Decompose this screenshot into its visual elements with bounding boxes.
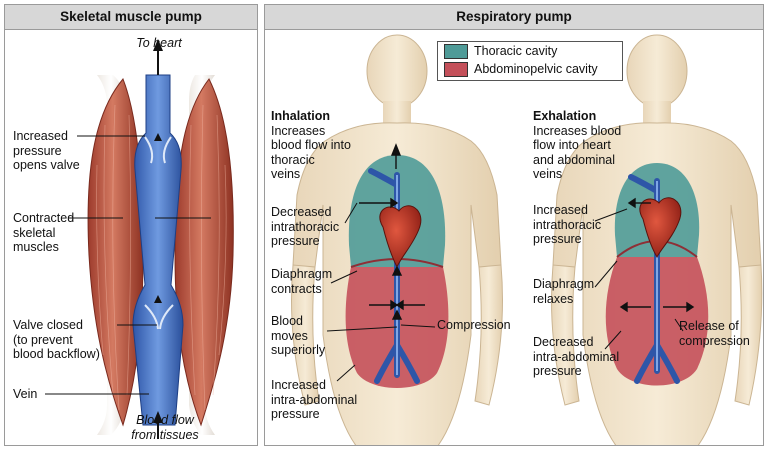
decreased-intraabdominal-label: Decreased intra-abdominal pressure <box>533 335 620 378</box>
respiratory-illustration <box>291 34 763 445</box>
legend-thoracic: Thoracic cavity <box>438 42 622 60</box>
respiratory-pump-panel: Respiratory pump <box>264 4 764 446</box>
decreased-intrathoracic-label: Decreased intrathoracic pressure <box>271 205 340 248</box>
valve-closed-label: Valve closed (to prevent blood backflow) <box>13 318 100 361</box>
skeletal-panel-title: Skeletal muscle pump <box>5 5 257 30</box>
open-valve <box>144 136 172 164</box>
compression-label: Compression <box>437 318 511 332</box>
blood-flow-label: Blood flow from tissues <box>131 413 199 442</box>
respiratory-panel-title: Respiratory pump <box>265 5 763 30</box>
blood-moves-label: Blood moves superiorly <box>271 314 326 357</box>
release-compression-label: Release of compression <box>679 319 750 348</box>
increased-intraabdominal-label: Increased intra-abdominal pressure <box>271 378 358 421</box>
exhalation-description: Exhalation Increases blood flow into hea… <box>533 109 622 181</box>
exhalation-figure <box>551 34 763 445</box>
legend-abdominopelvic: Abdominopelvic cavity <box>438 60 622 78</box>
inhale-heart <box>379 205 422 269</box>
to-heart-label: To heart <box>136 36 182 50</box>
increased-pressure-label: Increased pressure opens valve <box>13 129 80 172</box>
skeletal-illustration <box>45 39 234 439</box>
inhalation-description: Inhalation Increases blood flow into tho… <box>271 109 351 181</box>
contracted-muscles-label: Contracted skeletal muscles <box>13 211 75 254</box>
left-muscle <box>87 78 144 427</box>
exhale-heart <box>639 197 682 259</box>
vein-tube <box>132 74 184 426</box>
diaphragm-relaxes-label: Diaphragm relaxes <box>533 277 595 306</box>
diaphragm-contracts-label: Diaphragm contracts <box>271 267 333 296</box>
thoracic-swatch <box>444 43 468 59</box>
skeletal-muscle-pump-panel: Skeletal muscle pump <box>4 4 258 446</box>
cavity-legend: Thoracic cavity Abdominopelvic cavity <box>437 41 623 81</box>
right-muscle <box>174 78 234 427</box>
abdominopelvic-swatch <box>444 61 468 77</box>
closed-valve <box>144 304 174 330</box>
increased-intrathoracic-label: Increased intrathoracic pressure <box>533 203 602 246</box>
vein-label: Vein <box>13 387 38 401</box>
